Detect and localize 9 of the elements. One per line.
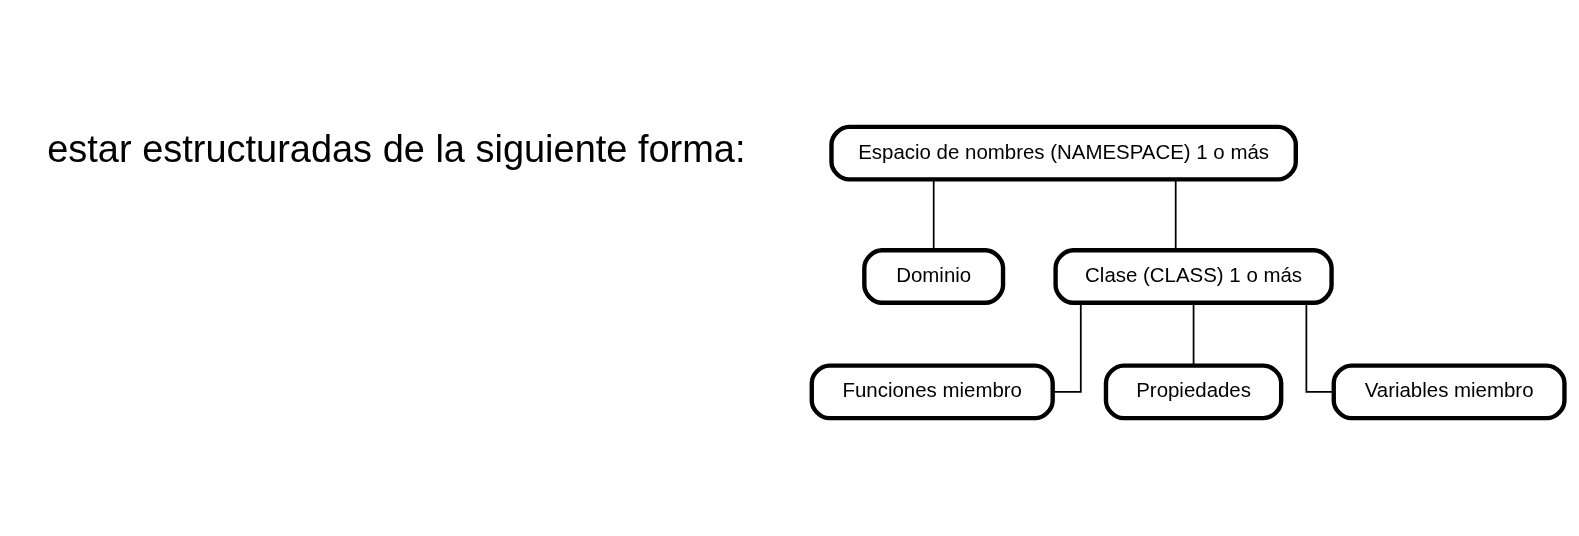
node-box: Funciones miembro [809,362,1055,420]
node-box: Dominio [862,247,1006,305]
connector [1174,178,1177,251]
node-box: Propiedades [1103,362,1284,420]
node-box: Variables miembro [1331,362,1567,420]
node-box: Espacio de nombres (NAMESPACE) 1 o más [829,124,1298,182]
node-box: Clase (CLASS) 1 o más [1053,247,1334,305]
connector [932,178,935,251]
label: estar estructuradas de la siguiente forma: [47,127,746,170]
